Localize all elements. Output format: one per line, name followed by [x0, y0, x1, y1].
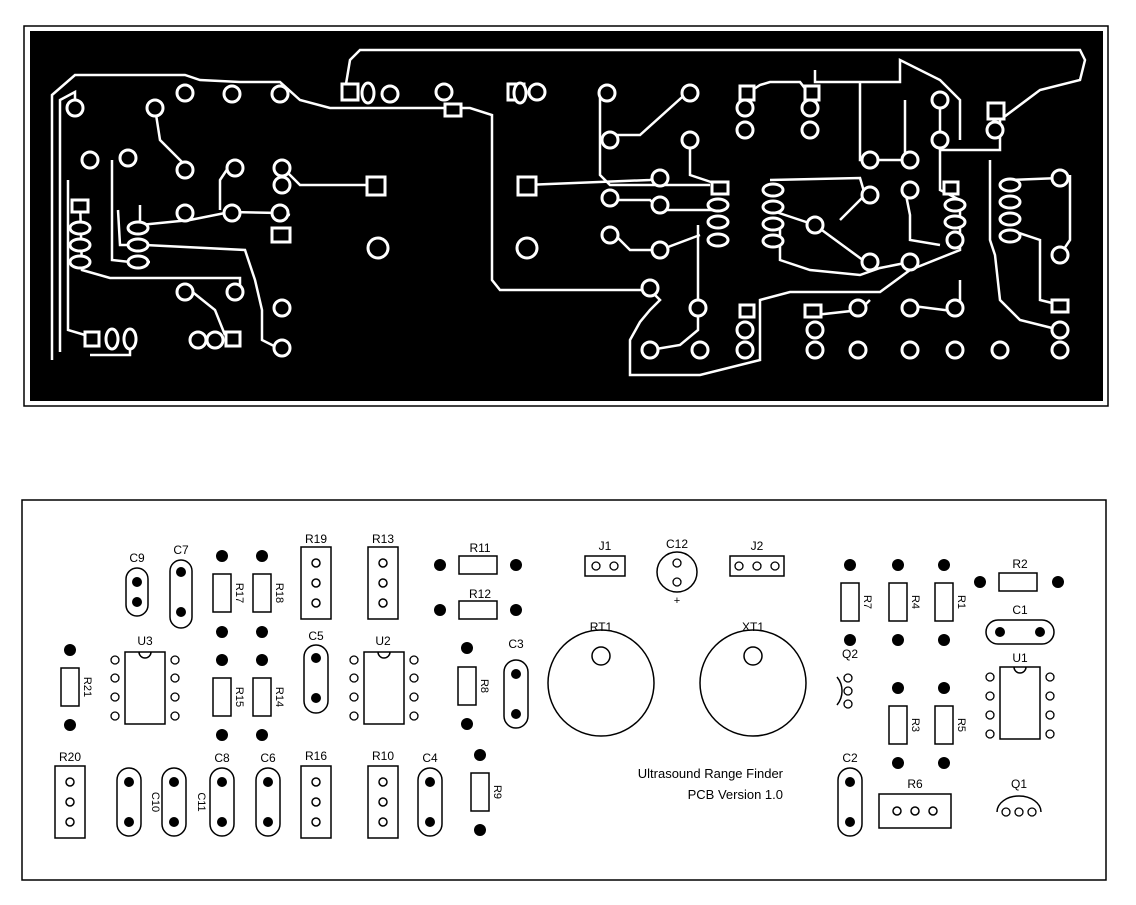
resistor-bodies: [60, 555, 1038, 812]
label-r1: R1: [955, 595, 967, 609]
copper-pads: [65, 81, 1070, 360]
silk-pads: [64, 550, 1064, 836]
connectors: [584, 555, 785, 577]
label-r12: R12: [469, 587, 491, 601]
trimpots: [54, 546, 952, 839]
label-r16: R16: [305, 749, 327, 763]
label-c6: C6: [260, 751, 276, 765]
label-c4: C4: [422, 751, 438, 765]
label-c2: C2: [842, 751, 858, 765]
transducers: [547, 629, 807, 737]
label-r5: R5: [955, 718, 967, 732]
label-r9: R9: [491, 785, 503, 799]
label-r14: R14: [273, 687, 285, 707]
capacitors: [116, 559, 1055, 837]
label-rt1: RT1: [590, 620, 613, 634]
silk-rotated-labels: R17 R18 R15 R14 R8 R9 R21 R7 R4 R1 R3 R5…: [81, 583, 967, 812]
transistors: [836, 673, 1042, 817]
copper-panel: [23, 25, 1109, 407]
silk-labels: R11 R12 R19 R13 C5 U2 U3 C3 C9 C7 R20 C8…: [59, 532, 1028, 791]
label-c9: C9: [129, 551, 145, 565]
label-c8: C8: [214, 751, 230, 765]
capacitor-pads: [124, 567, 1045, 827]
board-title-line1: Ultrasound Range Finder: [638, 766, 784, 781]
label-c11: C11: [195, 792, 207, 811]
label-r10: R10: [372, 749, 394, 763]
label-u1: U1: [1012, 651, 1028, 665]
label-r7: R7: [861, 595, 873, 609]
label-u2: U2: [375, 634, 391, 648]
label-q2: Q2: [842, 647, 858, 661]
label-r21: R21: [81, 677, 93, 697]
c12-electrolytic: [656, 551, 698, 593]
label-r8: R8: [478, 679, 490, 693]
label-r20: R20: [59, 750, 81, 764]
label-r6: R6: [907, 777, 923, 791]
label-c10: C10: [149, 792, 161, 812]
label-r19: R19: [305, 532, 327, 546]
label-c5: C5: [308, 629, 324, 643]
label-r4: R4: [909, 595, 921, 609]
label-c12: C12: [666, 537, 688, 551]
label-c12-plus: +: [674, 595, 680, 607]
label-j1: J1: [599, 539, 612, 553]
label-q1: Q1: [1011, 777, 1027, 791]
ics: [110, 651, 1055, 740]
label-r13: R13: [372, 532, 394, 546]
board-title-line2: PCB Version 1.0: [688, 787, 783, 802]
label-r18: R18: [273, 583, 285, 603]
label-r2: R2: [1012, 557, 1028, 571]
label-r17: R17: [233, 583, 245, 603]
silk-panel: R11 R12 R19 R13 C5 U2 U3 C3 C9 C7 R20 C8…: [21, 499, 1107, 881]
label-xt1: XT1: [742, 620, 764, 634]
label-j2: J2: [751, 539, 764, 553]
label-r3: R3: [909, 718, 921, 732]
label-r15: R15: [233, 687, 245, 707]
label-r11: R11: [469, 541, 490, 555]
label-u3: U3: [137, 634, 153, 648]
label-c7: C7: [173, 543, 189, 557]
label-c1: C1: [1012, 603, 1028, 617]
label-c3: C3: [508, 637, 524, 651]
